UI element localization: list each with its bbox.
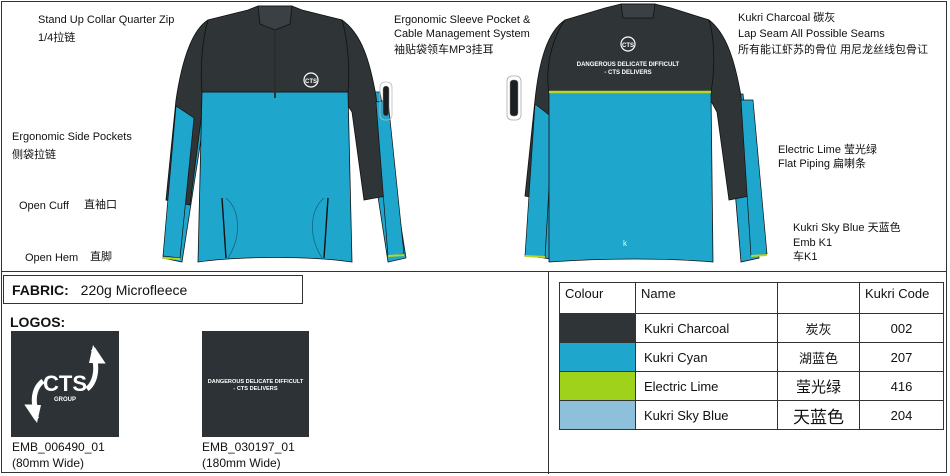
front-garment-illustration: CTS xyxy=(162,5,407,263)
colour-code: 207 xyxy=(859,342,944,372)
colour-swatch xyxy=(559,371,636,401)
callout-open-cuff-cn: 直袖口 xyxy=(84,199,117,211)
header-colour: Colour xyxy=(559,282,636,314)
logos-title: LOGOS: xyxy=(10,314,66,330)
colour-code: 204 xyxy=(859,400,944,430)
callout-side-pockets-en: Ergonomic Side Pockets xyxy=(12,131,132,143)
fabric-value: 220g Microfleece xyxy=(80,282,188,298)
callout-sky-2: Emb K1 xyxy=(793,237,833,249)
cts-logo-graphic: CTS GROUP xyxy=(24,345,106,423)
header-name: Name xyxy=(635,282,778,314)
back-print-line1: DANGEROUS DELICATE DIFFICULT xyxy=(577,62,680,68)
callout-sky-1: Kukri Sky Blue 天蓝色 xyxy=(793,222,901,234)
colour-name: Kukri Sky Blue xyxy=(635,400,778,430)
callout-lime-1: Electric Lime 莹光绿 xyxy=(778,144,878,156)
back-print-line2: - CTS DELIVERS xyxy=(604,70,651,76)
callout-charcoal-1: Kukri Charcoal 碳灰 xyxy=(738,12,836,24)
colour-swatch xyxy=(559,342,636,372)
callout-open-cuff: Open Cuff xyxy=(19,200,69,212)
callout-side-pockets-cn: 侧袋拉链 xyxy=(12,149,56,161)
colour-swatch xyxy=(559,313,636,343)
colour-name: Kukri Cyan xyxy=(635,342,778,372)
slogan-logo-graphic: DANGEROUS DELICATE DIFFICULT - CTS DELIV… xyxy=(208,379,304,392)
colour-name-cn: 天蓝色 xyxy=(777,400,860,430)
callout-open-hem: Open Hem xyxy=(25,252,79,264)
logo-code-2: EMB_030197_01 xyxy=(202,440,295,454)
colour-name: Kukri Charcoal xyxy=(635,313,778,343)
logo-code-1: EMB_006490_01 xyxy=(12,440,105,454)
colour-code: 002 xyxy=(859,313,944,343)
colour-name-cn: 湖蓝色 xyxy=(777,342,860,372)
callout-sleeve-pocket-3: 袖贴袋领车MP3挂耳 xyxy=(394,44,494,56)
callout-sky-3: 车K1 xyxy=(793,251,818,263)
fabric-box: FABRIC: 220g Microfleece xyxy=(3,275,303,304)
colour-name-cn: 炭灰 xyxy=(777,313,860,343)
fabric-label: FABRIC: xyxy=(12,282,69,298)
slogan-line1: DANGEROUS DELICATE DIFFICULT xyxy=(208,379,304,385)
callout-lime-2: Flat Piping 扁喇条 xyxy=(778,158,867,170)
header-blank xyxy=(777,282,860,314)
colour-name-cn: 莹光绿 xyxy=(777,371,860,401)
colour-table-header: Colour Name Kukri Code xyxy=(559,282,944,314)
section-divider-vertical xyxy=(548,271,549,474)
back-garment-illustration: CTS DANGEROUS DELICATE DIFFICULT - CTS D… xyxy=(506,3,768,263)
callout-sleeve-pocket-1: Ergonomic Sleeve Pocket & xyxy=(394,14,531,26)
logo-tile-slogan: DANGEROUS DELICATE DIFFICULT - CTS DELIV… xyxy=(202,331,309,437)
callout-collar-cn: 1/4拉链 xyxy=(38,32,76,44)
chest-logo-mark: CTS xyxy=(305,79,317,85)
colour-row: Kukri Sky Blue 天蓝色 204 xyxy=(559,400,944,430)
header-kukri-code: Kukri Code xyxy=(859,282,944,314)
callout-charcoal-2: Lap Seam All Possible Seams xyxy=(738,28,885,40)
logo-tile-cts: CTS GROUP xyxy=(11,331,119,437)
colour-code: 416 xyxy=(859,371,944,401)
slogan-line2: - CTS DELIVERS xyxy=(233,386,277,392)
logo-size-1: (80mm Wide) xyxy=(12,456,85,470)
svg-text:k: k xyxy=(623,239,628,248)
callout-open-hem-cn: 直脚 xyxy=(90,251,112,263)
svg-text:CTS: CTS xyxy=(622,43,634,49)
colour-name: Electric Lime xyxy=(635,371,778,401)
callout-sleeve-pocket-2: Cable Management System xyxy=(394,28,530,40)
cts-logo-sub: GROUP xyxy=(54,397,76,403)
cts-logo-brand: CTS xyxy=(43,371,87,396)
colour-swatch xyxy=(559,400,636,430)
section-divider xyxy=(1,271,947,272)
logo-size-2: (180mm Wide) xyxy=(202,456,281,470)
callout-collar-en: Stand Up Collar Quarter Zip xyxy=(38,14,175,26)
colour-row: Electric Lime 莹光绿 416 xyxy=(559,371,944,401)
colour-row: Kukri Cyan 湖蓝色 207 xyxy=(559,342,944,372)
colour-row: Kukri Charcoal 炭灰 002 xyxy=(559,313,944,343)
callout-charcoal-3: 所有能讧虾苏的骨位 用尼龙丝线包骨讧 xyxy=(738,44,929,56)
colour-table: Colour Name Kukri Code Kukri Charcoal 炭灰… xyxy=(559,282,944,430)
